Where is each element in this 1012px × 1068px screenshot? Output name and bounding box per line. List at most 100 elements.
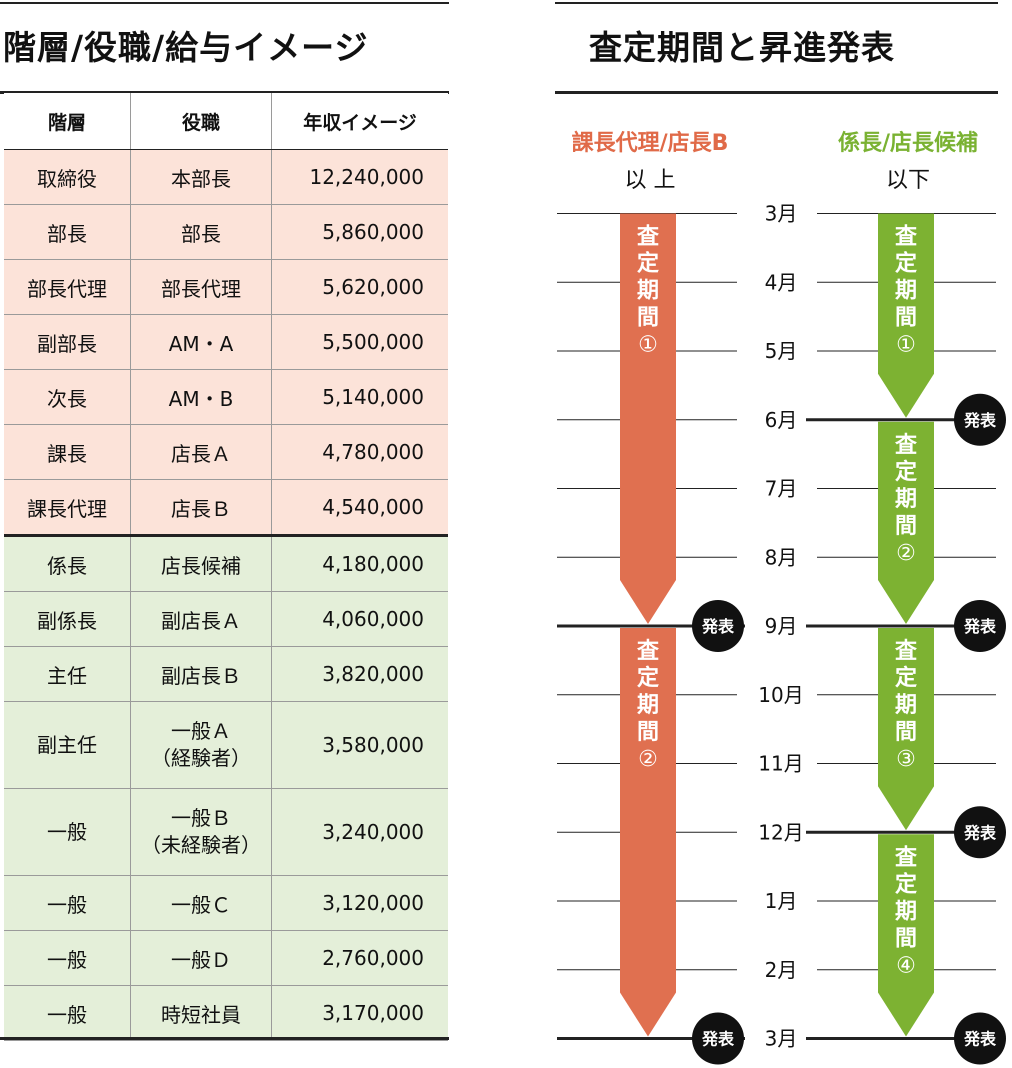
header-level: 階層 bbox=[4, 93, 131, 150]
announce-label: 発表 bbox=[963, 411, 997, 430]
left-title-top-rule bbox=[0, 2, 449, 4]
left-period-label-char: 定 bbox=[637, 251, 659, 277]
announce-badge bbox=[692, 600, 744, 652]
salary-cell: 3,170,000 bbox=[271, 985, 448, 1041]
left-title-bottom-rule bbox=[0, 91, 449, 94]
right-period-number: ④ bbox=[896, 953, 916, 978]
right-period-label-char: 定 bbox=[895, 251, 917, 277]
month-label: 1月 bbox=[765, 889, 798, 913]
level-cell: 取締役 bbox=[4, 149, 131, 205]
right-period-arrow bbox=[878, 421, 934, 624]
right-period-label-char: 期 bbox=[895, 487, 917, 512]
salary-cell: 3,240,000 bbox=[271, 788, 448, 876]
right-period-label-char: 間 bbox=[895, 926, 917, 951]
level-cell: 課長代理 bbox=[4, 479, 131, 537]
month-label: 6月 bbox=[765, 408, 798, 432]
right-period-number: ① bbox=[896, 333, 916, 358]
month-label: 11月 bbox=[758, 752, 803, 776]
month-label: 10月 bbox=[758, 683, 803, 707]
announce-label: 発表 bbox=[963, 617, 997, 636]
right-title-bottom-rule bbox=[555, 91, 998, 94]
right-period-label-char: 定 bbox=[895, 871, 917, 897]
salary-cell: 4,060,000 bbox=[271, 591, 448, 647]
left-period-label-char: 査 bbox=[637, 639, 660, 664]
left-column-label: 課長代理/店長B bbox=[571, 131, 729, 156]
announce-badge bbox=[954, 600, 1006, 652]
right-period-label-char: 査 bbox=[895, 433, 918, 458]
position-cell: AM・B bbox=[130, 369, 272, 425]
left-column-sublabel: 以 上 bbox=[624, 168, 676, 193]
salary-cell: 3,820,000 bbox=[271, 646, 448, 702]
level-cell: 部長代理 bbox=[4, 259, 131, 315]
right-period-label-char: 間 bbox=[895, 514, 917, 539]
position-cell: 一般Ｃ bbox=[130, 875, 272, 931]
level-cell: 副部長 bbox=[4, 314, 131, 370]
month-label: 3月 bbox=[765, 202, 798, 226]
level-cell: 部長 bbox=[4, 204, 131, 260]
level-cell: 一般 bbox=[4, 930, 131, 986]
right-period-arrow bbox=[878, 628, 934, 831]
salary-cell: 4,780,000 bbox=[271, 424, 448, 480]
table-row: 副主任一般Ａ（経験者）3,580,000 bbox=[4, 701, 448, 789]
right-period-number: ③ bbox=[896, 747, 916, 772]
position-cell: 一般Ａ （経験者） bbox=[130, 701, 272, 789]
announce-label: 発表 bbox=[963, 823, 997, 842]
position-cell: 店長Ａ bbox=[130, 424, 272, 480]
right-period-label-char: 間 bbox=[895, 720, 917, 745]
position-cell: 部長代理 bbox=[130, 259, 272, 315]
month-label: 4月 bbox=[765, 270, 798, 294]
right-period-label-char: 期 bbox=[895, 693, 917, 718]
month-label: 3月 bbox=[765, 1027, 798, 1051]
level-cell: 一般 bbox=[4, 875, 131, 931]
salary-table-header: 階層 役職 年収イメージ bbox=[4, 93, 448, 150]
position-text: 一般Ａ bbox=[171, 719, 231, 743]
salary-cell: 4,180,000 bbox=[271, 535, 448, 592]
salary-title: 階層/役職/給与イメージ bbox=[3, 28, 369, 67]
salary-cell: 3,580,000 bbox=[271, 701, 448, 789]
header-salary: 年収イメージ bbox=[271, 93, 448, 150]
position-text: 一般Ｂ bbox=[171, 806, 231, 830]
position-cell: 時短社員 bbox=[130, 985, 272, 1041]
right-column-label: 係長/店長候補 bbox=[837, 131, 979, 156]
position-cell: AM・A bbox=[130, 314, 272, 370]
month-label: 2月 bbox=[765, 958, 798, 982]
left-period-label-char: 間 bbox=[637, 306, 659, 331]
position-note: （経験者） bbox=[151, 746, 251, 770]
left-period-label-char: 間 bbox=[637, 720, 659, 745]
position-note: （未経験者） bbox=[141, 833, 261, 857]
header-position: 役職 bbox=[130, 93, 272, 150]
position-cell: 店長候補 bbox=[130, 535, 272, 592]
position-cell: 本部長 bbox=[130, 149, 272, 205]
right-period-arrow bbox=[878, 213, 934, 418]
right-period-label-char: 定 bbox=[895, 665, 917, 691]
level-cell: 次長 bbox=[4, 369, 131, 425]
right-period-label-char: 間 bbox=[895, 306, 917, 331]
right-period-label-char: 査 bbox=[895, 225, 918, 250]
level-cell: 副係長 bbox=[4, 591, 131, 647]
left-period-number: ② bbox=[638, 747, 658, 772]
position-cell: 一般Ｄ bbox=[130, 930, 272, 986]
level-cell: 一般 bbox=[4, 985, 131, 1041]
announce-label: 発表 bbox=[701, 1030, 735, 1049]
salary-cell: 3,120,000 bbox=[271, 875, 448, 931]
salary-cell: 12,240,000 bbox=[271, 149, 448, 205]
position-cell: 副店長Ｂ bbox=[130, 646, 272, 702]
right-period-label-char: 査 bbox=[895, 845, 918, 870]
left-period-label-char: 定 bbox=[637, 665, 659, 691]
left-period-label-char: 期 bbox=[637, 693, 659, 718]
announce-badge bbox=[954, 806, 1006, 859]
left-period-arrow bbox=[620, 213, 676, 624]
announce-label: 発表 bbox=[963, 1030, 997, 1049]
level-cell: 一般 bbox=[4, 788, 131, 876]
